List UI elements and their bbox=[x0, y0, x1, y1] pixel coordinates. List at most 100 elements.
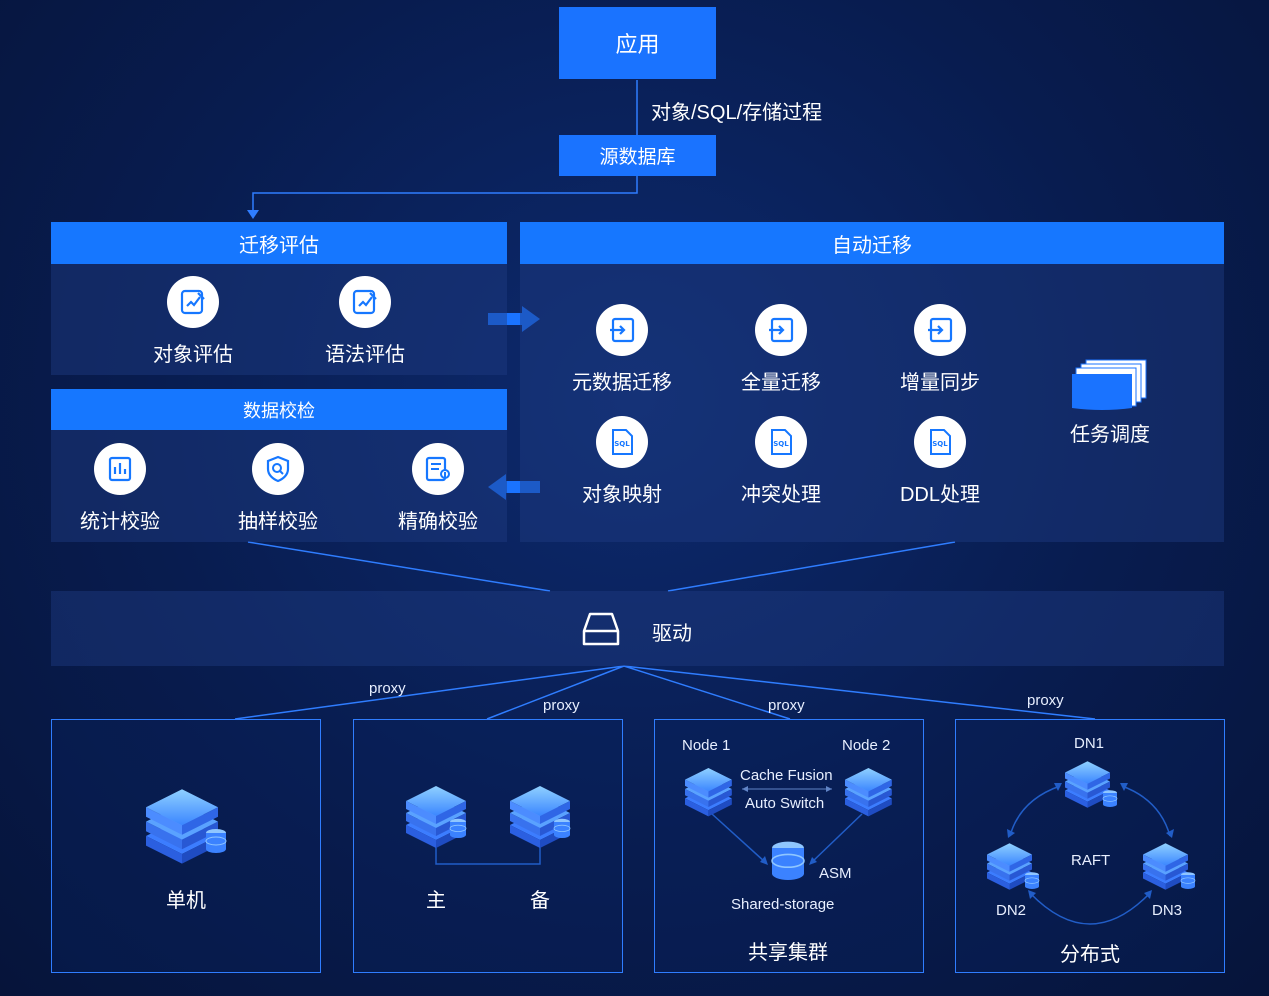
raft-arc-bottom bbox=[1029, 892, 1151, 925]
database-cylinder-icon bbox=[449, 818, 467, 839]
sql-file-icon: SQL bbox=[914, 416, 966, 468]
database-cylinder-icon bbox=[1102, 789, 1118, 808]
shared-storage-label: Shared-storage bbox=[731, 896, 835, 913]
distributed-label: 分布式 bbox=[1060, 944, 1120, 966]
proxy-label: proxy bbox=[543, 697, 580, 714]
assessment-item-object[interactable]: 对象评估 bbox=[118, 276, 268, 367]
migration-item-mapping[interactable]: SQL 对象映射 bbox=[547, 416, 697, 507]
raft-arc-left bbox=[1009, 785, 1061, 837]
down-arrow-icon bbox=[247, 210, 259, 219]
app-label: 应用 bbox=[615, 32, 660, 57]
source-db-box: 源数据库 bbox=[559, 135, 716, 176]
svg-text:SQL: SQL bbox=[614, 440, 630, 448]
migration-item-label: 元数据迁移 bbox=[572, 372, 672, 394]
node1-label: Node 1 bbox=[682, 737, 731, 754]
migration-item-conflict[interactable]: SQL 冲突处理 bbox=[706, 416, 856, 507]
migration-item-metadata[interactable]: 元数据迁移 bbox=[547, 304, 697, 395]
proxy-line-3 bbox=[623, 665, 791, 720]
validation-panel: 数据校检 统计校验 抽样校验 精确校验 bbox=[51, 389, 507, 542]
asm-label: ASM bbox=[819, 865, 852, 882]
migration-item-incremental[interactable]: 增量同步 bbox=[865, 304, 1015, 395]
auto-migration-title: 自动迁移 bbox=[520, 222, 1224, 264]
raft-arc-right bbox=[1121, 785, 1171, 837]
standalone-box bbox=[51, 719, 321, 973]
node1-to-storage-line bbox=[711, 813, 766, 863]
svg-text:SQL: SQL bbox=[932, 440, 948, 448]
primary-standby-link bbox=[435, 840, 541, 865]
funnel-right-line bbox=[667, 541, 956, 592]
flow-label: 对象/SQL/存储过程 bbox=[651, 102, 823, 124]
database-cylinder-icon bbox=[1024, 871, 1040, 890]
auto-switch-label: Auto Switch bbox=[745, 795, 825, 812]
proxy-label: proxy bbox=[768, 697, 805, 714]
doc-check-icon bbox=[412, 443, 464, 495]
assessment-item-label: 对象评估 bbox=[153, 344, 233, 366]
chart-doc-icon bbox=[94, 443, 146, 495]
proxy-line-4 bbox=[623, 665, 1096, 720]
migration-item-scheduler[interactable]: 任务调度 bbox=[1035, 358, 1185, 447]
driver-label: 驱动 bbox=[652, 623, 692, 645]
migration-item-ddl[interactable]: SQL DDL处理 bbox=[865, 416, 1015, 507]
edit-doc-icon bbox=[339, 276, 391, 328]
right-arrow-icon bbox=[488, 306, 540, 332]
proxy-label: proxy bbox=[1027, 692, 1064, 709]
standby-label: 备 bbox=[530, 890, 550, 912]
migration-item-label: 对象映射 bbox=[582, 484, 662, 506]
server-stack-icon bbox=[146, 789, 218, 864]
drive-icon bbox=[582, 612, 620, 646]
migration-item-full[interactable]: 全量迁移 bbox=[706, 304, 856, 395]
server-stack-icon bbox=[845, 767, 892, 817]
dn2-label: DN2 bbox=[996, 902, 1027, 919]
proxy-label: proxy bbox=[369, 680, 406, 697]
validation-item-stat[interactable]: 统计校验 bbox=[45, 443, 195, 534]
assessment-item-label: 语法评估 bbox=[325, 344, 405, 366]
raft-label: RAFT bbox=[1071, 852, 1111, 869]
validation-item-sample[interactable]: 抽样校验 bbox=[203, 443, 353, 534]
svg-text:SQL: SQL bbox=[773, 440, 789, 448]
import-icon bbox=[914, 304, 966, 356]
primary-label: 主 bbox=[426, 890, 446, 912]
migration-item-label: 增量同步 bbox=[900, 372, 980, 394]
shared-storage-icon bbox=[771, 840, 805, 881]
shield-search-icon bbox=[252, 443, 304, 495]
source-db-label: 源数据库 bbox=[599, 147, 676, 168]
distributed-box bbox=[955, 719, 1225, 973]
source-to-assessment-line bbox=[252, 176, 638, 212]
assessment-panel: 迁移评估 对象评估 语法评估 bbox=[51, 222, 507, 375]
server-stack-icon bbox=[685, 767, 732, 817]
migration-item-label: 全量迁移 bbox=[741, 372, 821, 394]
primary-standby-box bbox=[353, 719, 623, 973]
cache-fusion-label: Cache Fusion bbox=[740, 767, 833, 784]
validation-item-label: 统计校验 bbox=[80, 511, 160, 533]
node2-label: Node 2 bbox=[842, 737, 891, 754]
database-cylinder-icon bbox=[1180, 871, 1196, 890]
import-icon bbox=[755, 304, 807, 356]
assessment-title: 迁移评估 bbox=[51, 222, 507, 264]
validation-item-label: 抽样校验 bbox=[238, 511, 318, 533]
import-icon bbox=[596, 304, 648, 356]
scheduler-label: 任务调度 bbox=[1070, 424, 1150, 446]
driver-bar: 驱动 bbox=[51, 591, 1224, 666]
auto-migration-panel: 自动迁移 元数据迁移 全量迁移 增量同步 SQL 对象映射 SQL 冲突处理 S… bbox=[520, 222, 1224, 542]
dn3-label: DN3 bbox=[1152, 902, 1183, 919]
standalone-label: 单机 bbox=[166, 890, 206, 912]
server-stack-icon bbox=[406, 786, 466, 848]
dn1-label: DN1 bbox=[1074, 735, 1105, 752]
database-cylinder-icon bbox=[205, 828, 227, 854]
sql-file-icon: SQL bbox=[596, 416, 648, 468]
validation-item-exact[interactable]: 精确校验 bbox=[363, 443, 513, 534]
validation-title: 数据校检 bbox=[51, 389, 507, 430]
shared-cluster-label: 共享集群 bbox=[748, 942, 828, 964]
validation-item-label: 精确校验 bbox=[398, 511, 478, 533]
node2-to-storage-line bbox=[811, 813, 863, 863]
migration-item-label: 冲突处理 bbox=[741, 484, 821, 506]
proxy-line-1 bbox=[234, 665, 625, 720]
proxy-line-2 bbox=[486, 665, 625, 720]
app-box: 应用 bbox=[559, 7, 716, 79]
database-cylinder-icon bbox=[553, 818, 571, 839]
assessment-item-syntax[interactable]: 语法评估 bbox=[290, 276, 440, 367]
left-arrow-icon bbox=[488, 474, 540, 500]
edit-doc-icon bbox=[167, 276, 219, 328]
